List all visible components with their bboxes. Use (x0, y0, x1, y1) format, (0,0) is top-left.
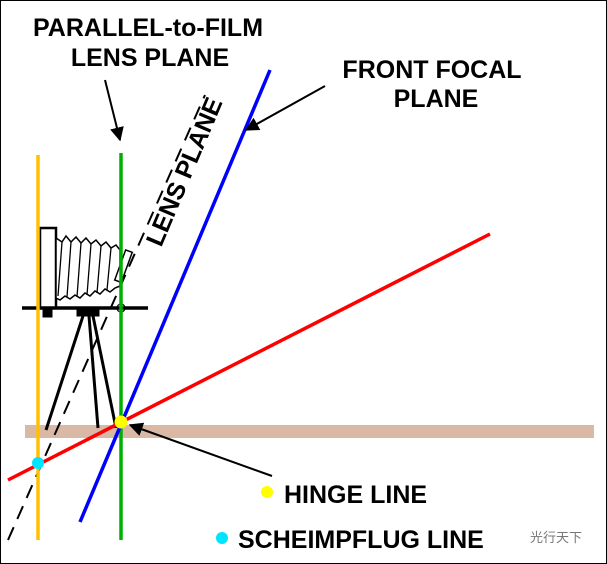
watermark: 光行天下 (530, 531, 582, 546)
front-focal-label-line1: FRONT FOCAL (342, 56, 521, 84)
camera-icon (22, 226, 148, 431)
hinge-line-label: HINGE LINE (284, 481, 427, 509)
parallel-label-line2: LENS PLANE (71, 44, 229, 72)
hinge-legend-dot (261, 486, 273, 498)
scheimpflug-legend-dot (216, 532, 228, 544)
plane-of-focus-line (7, 232, 491, 482)
front-focal-arrow (244, 85, 326, 131)
parallel-label-line1: PARALLEL-to-FILM (33, 14, 263, 42)
parallel-plane-arrow (104, 79, 124, 142)
ground-band (25, 425, 594, 438)
lens-plane-label: LENS PLANE (141, 94, 229, 251)
front-focal-label-line2: PLANE (394, 85, 479, 113)
hinge-point-dot (114, 415, 128, 429)
hinge-line-arrow (128, 422, 273, 477)
scheimpflug-line-label: SCHEIMPFLUG LINE (238, 526, 484, 554)
front-focal-plane-line (78, 69, 272, 523)
scheimpflug-point-dot (32, 457, 44, 469)
